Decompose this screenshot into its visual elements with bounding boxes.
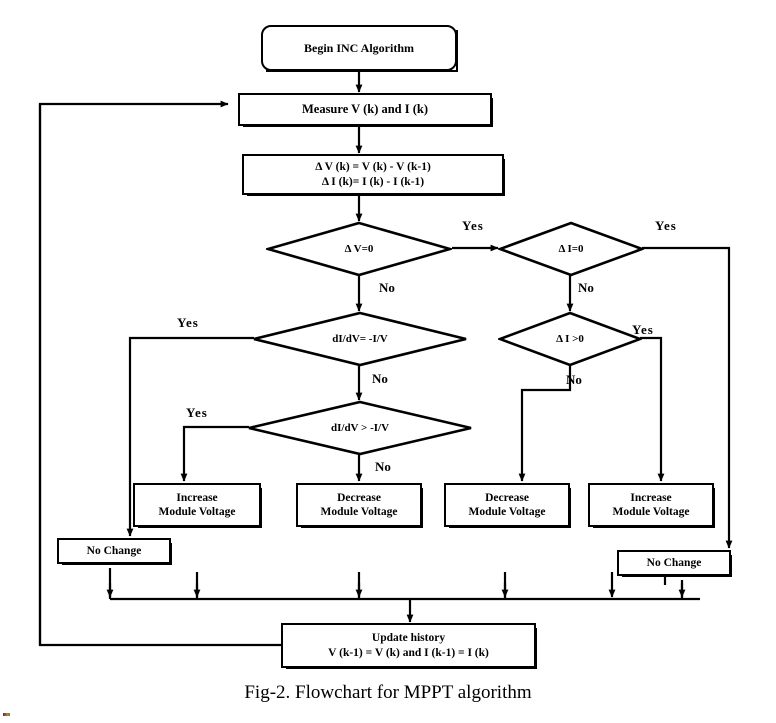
node-action-decrease-2[interactable]: Decrease Module Voltage (444, 483, 571, 528)
edge-label-d4-no: No (566, 372, 582, 387)
node-update-history[interactable]: Update history V (k-1) = V (k) and I (k-… (281, 623, 537, 669)
edge-label-d3-yes: Yes (177, 315, 199, 330)
node-start[interactable]: Begin INC Algorithm (261, 25, 458, 72)
node-delta[interactable]: Δ V (k) = V (k) - V (k-1) Δ I (k)= I (k)… (242, 154, 505, 196)
node-update-history-label: Update history V (k-1) = V (k) and I (k-… (328, 632, 489, 659)
edge-d5-yes-a1 (180, 425, 249, 482)
diamond-shape-dv-zero (266, 221, 452, 277)
figure-caption: Fig-2. Flowchart for MPPT algorithm (244, 682, 532, 703)
edge-d4-yes-a4 (640, 336, 665, 482)
node-no-change-left[interactable]: No Change (57, 538, 172, 565)
node-action-decrease-1[interactable]: Decrease Module Voltage (296, 483, 423, 528)
node-decision-di-zero[interactable]: Δ I=0 (498, 221, 644, 277)
node-decision-di-gt-zero[interactable]: Δ I >0 (498, 311, 642, 367)
edge-label-d4-yes: Yes (632, 322, 654, 337)
node-action-increase-1[interactable]: Increase Module Voltage (133, 483, 262, 528)
edge-label-d2-no: No (578, 280, 594, 295)
node-decision-didv-eq[interactable]: dI/dV= -I/V (252, 311, 468, 367)
node-measure[interactable]: Measure V (k) and I (k) (238, 93, 493, 127)
diamond-shape-di-gt-zero (498, 311, 642, 367)
node-decision-dv-zero[interactable]: Δ V=0 (266, 221, 452, 277)
node-no-change-right-label: No Change (646, 556, 702, 569)
edge-label-d5-no: No (375, 459, 391, 474)
edge-label-d3-no: No (372, 371, 388, 386)
node-action-increase-2[interactable]: Increase Module Voltage (588, 483, 715, 528)
diamond-shape-didv-eq (253, 311, 467, 367)
edge-label-d1-yes: Yes (462, 218, 484, 233)
node-no-change-left-label: No Change (86, 544, 142, 557)
edge-d3-yes-nochange-left (126, 336, 254, 537)
node-decision-didv-gt[interactable]: dI/dV > -I/V (247, 400, 473, 456)
edge-label-d1-no: No (379, 280, 395, 295)
node-action-increase-2-label: Increase Module Voltage (612, 491, 690, 518)
edge-label-d5-yes: Yes (186, 405, 208, 420)
node-action-decrease-1-label: Decrease Module Voltage (320, 491, 398, 518)
edge-d2-yes-nochange-right (642, 246, 733, 549)
node-delta-label: Δ V (k) = V (k) - V (k-1) Δ I (k)= I (k)… (315, 161, 431, 188)
node-start-label: Begin INC Algorithm (303, 40, 414, 55)
edge-label-d2-yes: Yes (655, 218, 677, 233)
diamond-shape-didv-gt (248, 400, 472, 456)
edge-d4-no-a3 (518, 365, 572, 482)
node-action-increase-1-label: Increase Module Voltage (158, 491, 236, 518)
node-no-change-right[interactable]: No Change (617, 550, 732, 577)
node-action-decrease-2-label: Decrease Module Voltage (468, 491, 546, 518)
scan-artifact (3, 713, 10, 716)
node-measure-label: Measure V (k) and I (k) (301, 101, 429, 116)
diamond-shape-di-zero (498, 221, 644, 277)
